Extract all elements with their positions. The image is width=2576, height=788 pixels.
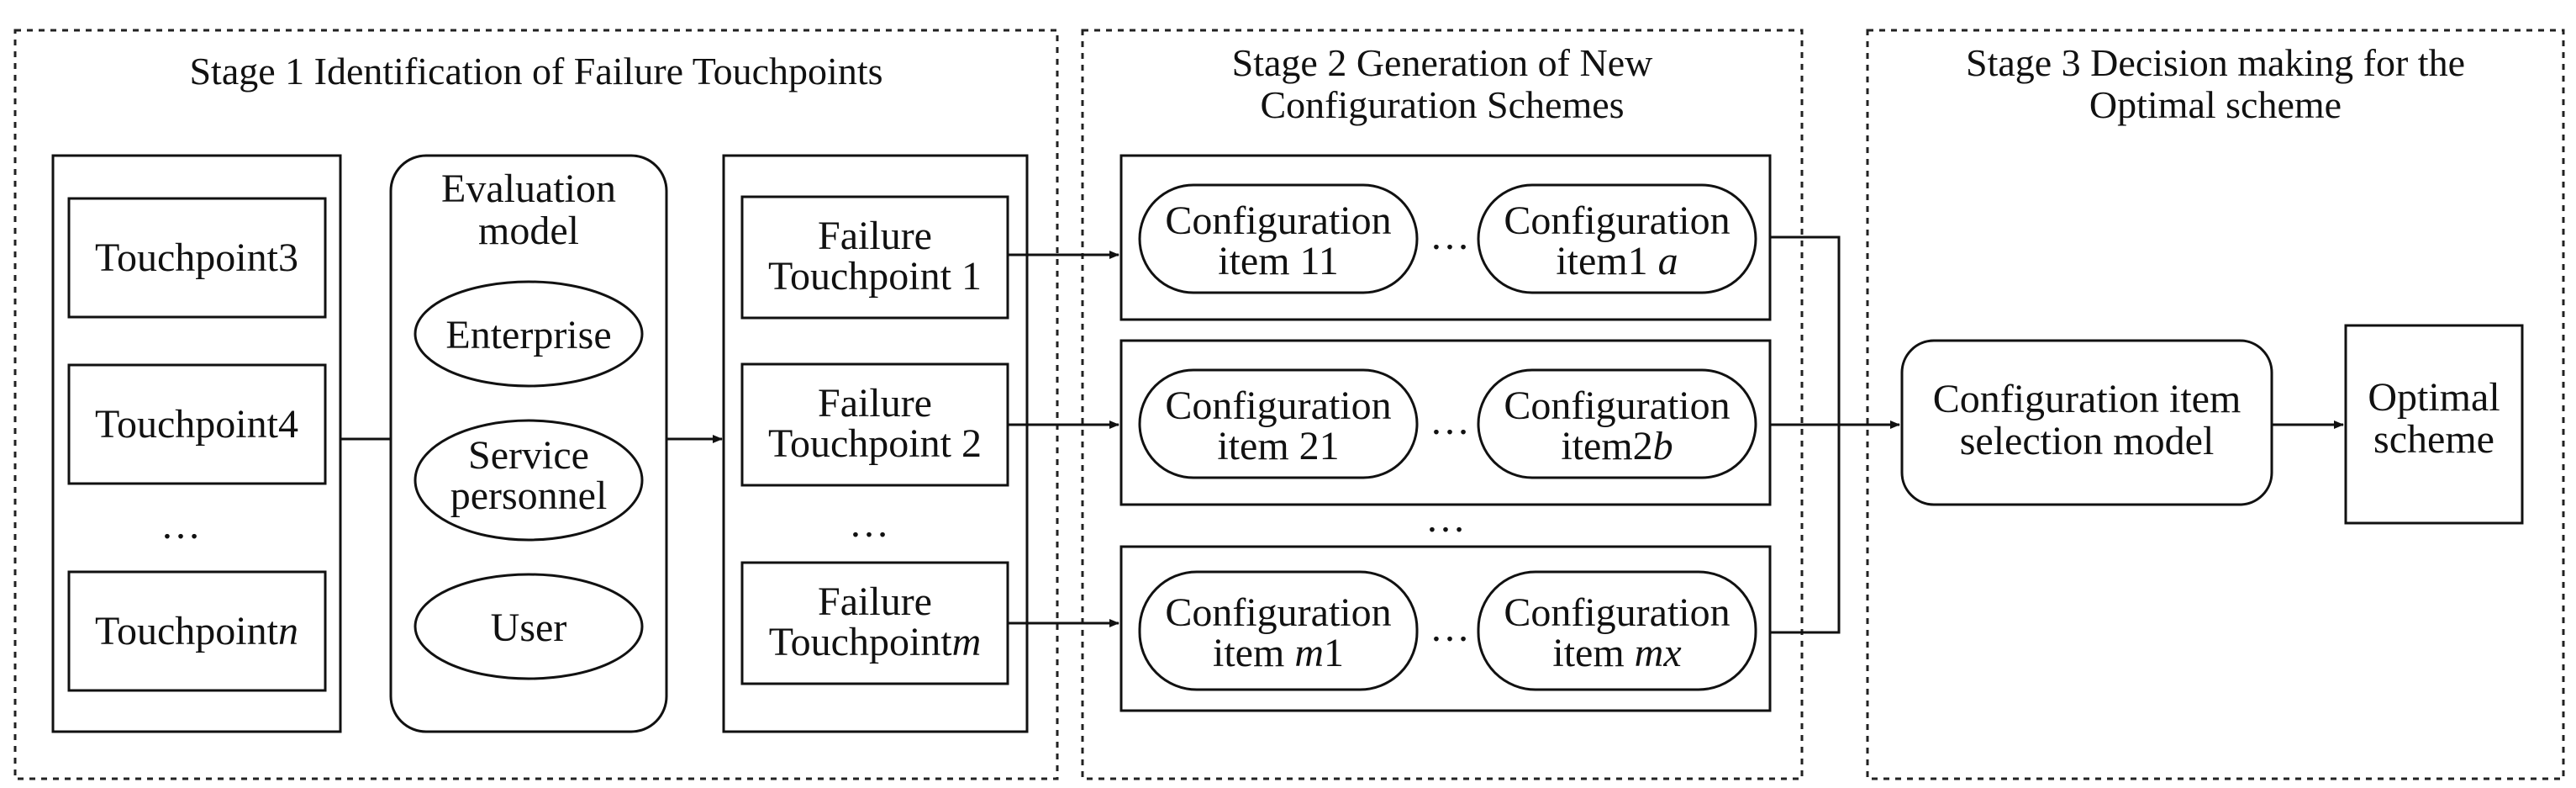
stage1-title: Stage 1 Identification of Failure Touchp…: [189, 50, 882, 93]
config-row1-dots: …: [1430, 214, 1470, 258]
failure-touchpoint1-line1: Failure: [818, 214, 932, 258]
config-item21-line1: Configuration: [1165, 383, 1391, 428]
selection-model-line1: Configuration item: [1933, 377, 2241, 421]
stage2-title-line1: Stage 2 Generation of New: [1232, 41, 1654, 84]
failure-touchpointm-box: [740, 561, 1009, 685]
user-ellipse: [414, 573, 644, 680]
config-item2b-pill: [1477, 368, 1757, 479]
stage3-title-line1: Stage 3 Decision making for the: [1966, 41, 2465, 84]
touchpoint3-label: Touchpoint3: [95, 235, 298, 280]
enterprise-ellipse: [414, 280, 644, 388]
failure-touchpoint2-line2: Touchpoint 2: [768, 421, 982, 466]
evaluation-model-title-line2: model: [478, 209, 579, 253]
config-item21-line2: item 21: [1217, 424, 1339, 468]
touchpoint3-box: [67, 197, 327, 319]
config-item1a-line1: Configuration: [1504, 198, 1730, 243]
failure-touchpoint2-box: [740, 362, 1009, 487]
failure-touchpoint1-box: [740, 195, 1009, 320]
rows-merge-connector: [1770, 235, 1841, 634]
config-itemm1-line2: item m1: [1213, 631, 1344, 675]
config-itemm1-line1: Configuration: [1165, 590, 1391, 635]
stage3-frame: [1866, 29, 2565, 780]
touchpoint-ellipsis: …: [161, 503, 201, 547]
config-item1a-pill: [1477, 183, 1757, 294]
config-itemmx-pill: [1477, 570, 1757, 691]
optimal-scheme-line1: Optimal: [2368, 375, 2500, 420]
touchpointn-box: [67, 570, 327, 692]
config-item11-line2: item 11: [1218, 239, 1339, 283]
enterprise-label: Enterprise: [445, 313, 611, 357]
config-itemm1-pill: [1138, 570, 1419, 691]
optimal-scheme-line2: scheme: [2373, 417, 2494, 462]
selection-model-line2: selection model: [1960, 419, 2215, 463]
stage2-title-line2: Configuration Schemes: [1260, 83, 1624, 126]
config-item2b-line2: item2b: [1561, 424, 1673, 468]
config-itemmx-line2: item mx: [1552, 631, 1681, 675]
config-row3-dots: …: [1430, 606, 1470, 650]
config-item2b-line1: Configuration: [1504, 383, 1730, 428]
config-item21-pill: [1138, 368, 1419, 479]
failure-touchpoint1-line2: Touchpoint 1: [768, 254, 982, 299]
touchpointn-label: Touchpointn: [95, 609, 298, 653]
config-itemmx-line1: Configuration: [1504, 590, 1730, 635]
service-personnel-line1: Service: [468, 433, 589, 478]
user-label: User: [491, 606, 567, 650]
config-item11-line1: Configuration: [1165, 198, 1391, 243]
touchpoint4-label: Touchpoint4: [95, 402, 298, 447]
service-personnel-ellipse: [414, 419, 644, 542]
stage1-frame: [13, 29, 1059, 780]
selection-model-box: [1900, 339, 2273, 506]
evaluation-model-title-line1: Evaluation: [441, 167, 616, 211]
config-row2-dots: …: [1430, 399, 1470, 443]
config-rows-ellipsis: …: [1425, 496, 1466, 541]
config-item11-pill: [1138, 183, 1419, 294]
failure-touchpoint2-line1: Failure: [818, 381, 932, 426]
service-personnel-line2: personnel: [450, 473, 608, 518]
failure-touchpointm-line1: Failure: [818, 579, 932, 624]
stage2-frame: [1081, 29, 1804, 780]
failure-touchpointm-line2: Touchpointm: [769, 620, 982, 664]
config-item1a-line2: item1 a: [1556, 239, 1678, 283]
failure-touchpoint-ellipsis: …: [849, 501, 889, 546]
stage3-title-line2: Optimal scheme: [2089, 83, 2342, 126]
optimal-scheme-box: [2344, 324, 2524, 525]
touchpoint4-box: [67, 363, 327, 485]
